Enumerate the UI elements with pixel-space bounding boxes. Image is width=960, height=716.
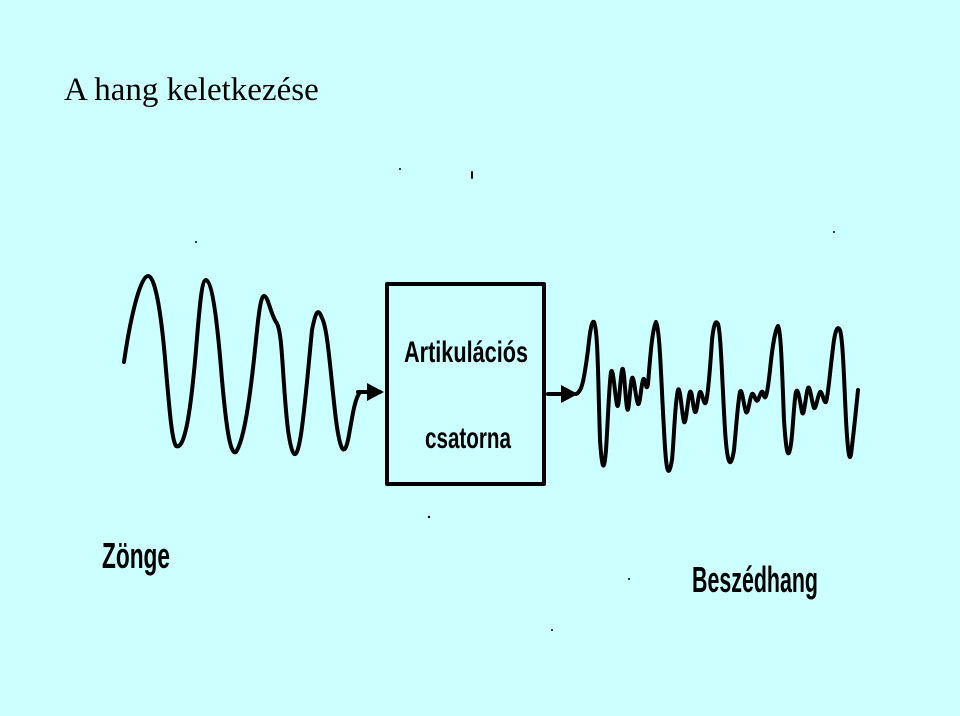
box-label-line-2: csatorna (425, 422, 511, 455)
box-label-line-1: Artikulációs (404, 336, 528, 369)
output-waveform (574, 319, 860, 473)
input-label: Zönge (102, 535, 170, 576)
output-label: Beszédhang (692, 559, 818, 600)
scan-speck (427, 515, 431, 519)
input-arrow-head (367, 383, 384, 401)
input-waveform (122, 274, 362, 456)
scan-speck (195, 241, 197, 243)
articulation-box (385, 282, 546, 486)
scan-speck (551, 629, 553, 631)
scan-speck (833, 231, 835, 233)
slide-title: A hang keletkezése (64, 72, 319, 108)
output-arrow-head (561, 385, 578, 403)
scan-speck (628, 578, 630, 580)
scan-speck (399, 168, 401, 170)
